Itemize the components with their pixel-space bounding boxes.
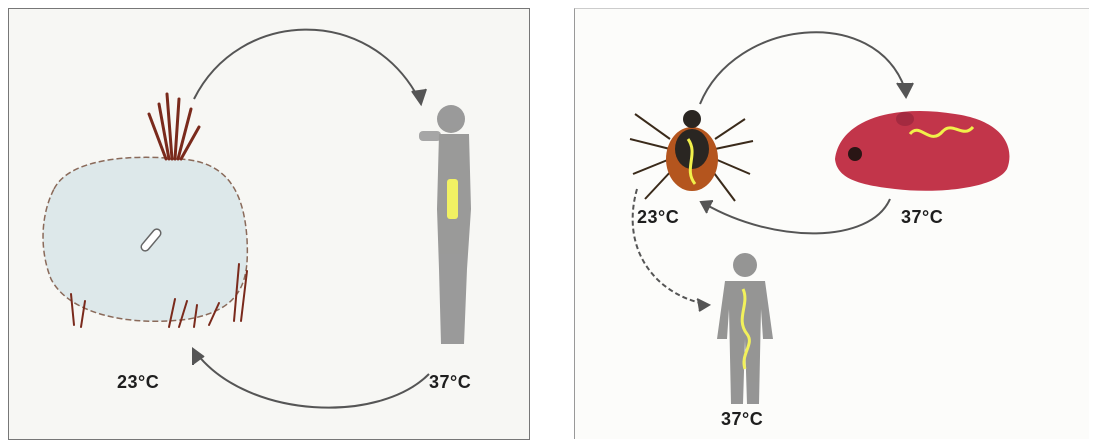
tick-icon: [630, 110, 753, 201]
environment-temperature-label: 23°C: [117, 372, 159, 393]
arrow-mouse-to-tick: [705, 199, 890, 233]
tick-mouse-cycle-panel: 23°C 37°C 37°C: [574, 8, 1089, 439]
human-temperature-label: 37°C: [429, 372, 471, 393]
human-figure-icon: [717, 253, 773, 404]
arrow-to-environment: [197, 354, 429, 408]
mouse-temperature-label: 37°C: [901, 207, 943, 228]
grass-tuft-icon: [149, 94, 199, 159]
human-temperature-label: 37°C: [721, 409, 763, 430]
environment-cycle-panel: 23°C 37°C: [8, 8, 530, 440]
arrow-to-human: [194, 30, 419, 99]
drinking-human-icon: [419, 105, 471, 344]
soil-water-icon: [43, 157, 247, 321]
tick-temperature-label: 23°C: [637, 207, 679, 228]
mouse-icon: [835, 111, 1009, 191]
arrow-tick-to-mouse: [700, 32, 905, 104]
